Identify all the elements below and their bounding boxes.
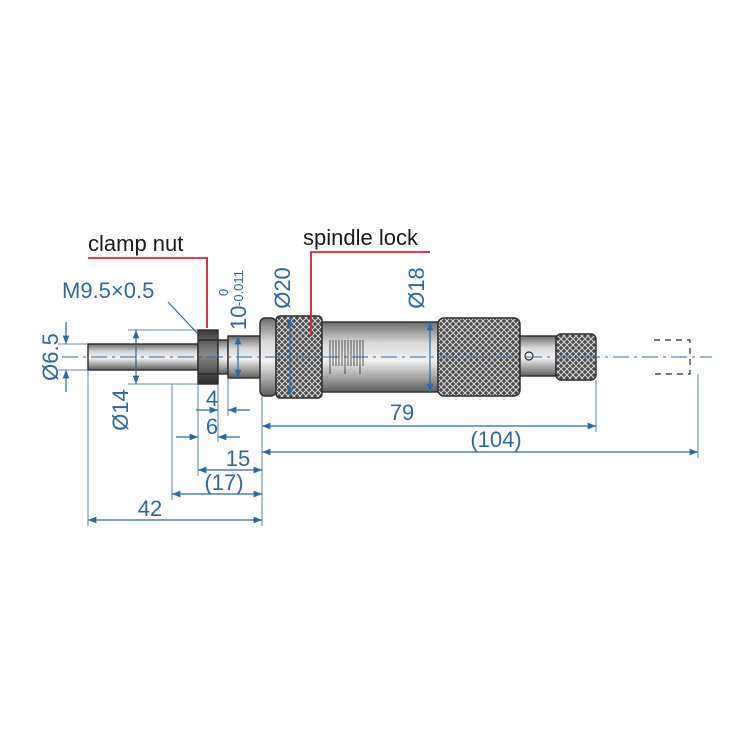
- callout-lines: [88, 251, 430, 336]
- len-17-label: (17): [204, 470, 243, 495]
- extended-position-outline: [654, 339, 691, 375]
- clamp-nut-leader: [88, 257, 208, 328]
- spindle-lock-label: spindle lock: [303, 225, 419, 250]
- clamp-nut-label: clamp nut: [88, 231, 183, 256]
- dia-spindle-lock-label: Ø20: [270, 267, 295, 309]
- thread-spec-label: M9.5×0.5: [62, 278, 154, 303]
- dia-sleeve-label: Ø18: [404, 267, 429, 309]
- spindle-lock-leader: [310, 251, 430, 336]
- len-6-label: 6: [206, 414, 218, 439]
- len-42-label: 42: [138, 496, 162, 521]
- stem-tol-upper-label: 0: [216, 289, 231, 296]
- len-4-label: 4: [206, 386, 218, 411]
- dia-stem-label: Ø14: [108, 389, 133, 431]
- dia-spindle-label: Ø6.5: [38, 333, 63, 381]
- stem-tol-lower-label: -0.011: [231, 270, 246, 306]
- len-104-label: (104): [470, 427, 521, 452]
- len-79-label: 79: [390, 400, 414, 425]
- ratchet-pin: [524, 351, 534, 361]
- dimension-lines: [58, 301, 699, 526]
- stem-length-label: 10: [226, 306, 251, 330]
- len-15-label: 15: [226, 446, 250, 471]
